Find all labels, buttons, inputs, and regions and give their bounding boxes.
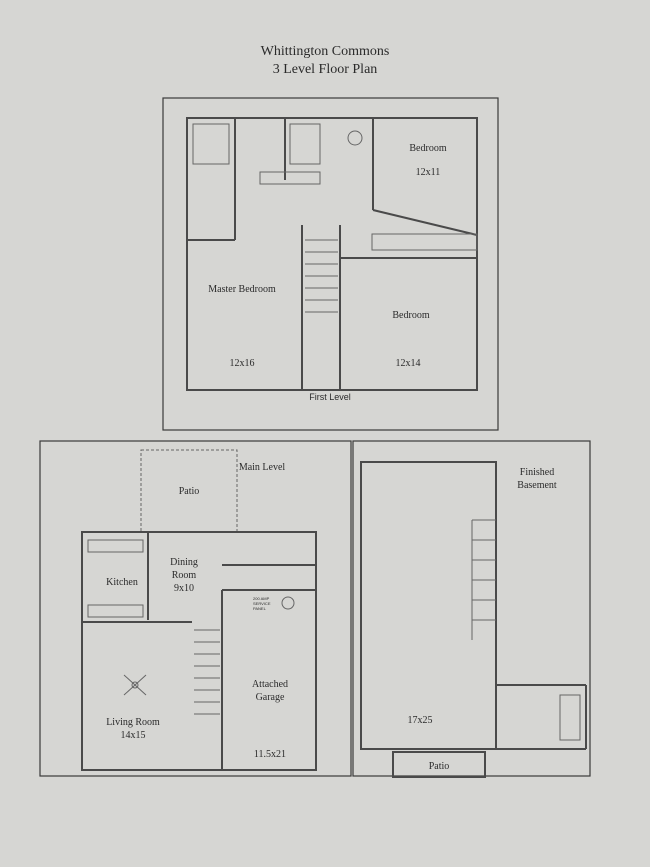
panel-note: 200 AMP <box>253 596 270 601</box>
ceiling-fan-icon <box>123 674 147 696</box>
room-label: Kitchen <box>106 577 138 588</box>
room-label: Living Room <box>106 717 160 728</box>
document-subtitle: 3 Level Floor Plan <box>272 62 378 77</box>
main-level-plan: Main Level Patio Dining Room 9x10 Kitche… <box>39 440 352 777</box>
level-label: Finished <box>520 467 554 478</box>
room-label: Room <box>172 570 197 581</box>
level-label: Basement <box>517 480 557 491</box>
basement-outline <box>360 461 497 750</box>
room-label: Patio <box>179 486 200 497</box>
room-label: Patio <box>429 761 450 772</box>
document-title: Whittington Commons <box>260 44 390 59</box>
room-label: Attached <box>252 679 288 690</box>
basement-plan: Finished Basement 17x25 Patio <box>352 440 591 778</box>
main-level-outline <box>81 531 317 771</box>
first-level-plan: Bedroom 12x11 Master Bedroom 12x16 Bedro… <box>162 97 499 431</box>
panel-note: SERVICE <box>253 601 271 606</box>
room-size: 14x15 <box>121 730 146 741</box>
room-size: 11.5x21 <box>254 749 286 760</box>
room-label: Dining <box>170 557 198 568</box>
first-level-frame <box>162 97 499 431</box>
level-label: Main Level <box>239 462 286 473</box>
room-label: Bedroom <box>409 143 446 154</box>
room-size: 12x16 <box>230 358 255 369</box>
main-level-frame <box>39 440 352 777</box>
level-label: First Level <box>309 392 351 402</box>
room-size: 17x25 <box>408 715 433 726</box>
first-level-outline <box>186 117 478 391</box>
room-size: 12x14 <box>396 358 421 369</box>
room-label: Master Bedroom <box>208 284 276 295</box>
panel-note: PANEL <box>253 606 267 611</box>
room-size: 9x10 <box>174 583 194 594</box>
basement-patio <box>392 751 486 778</box>
room-label: Bedroom <box>392 310 429 321</box>
room-label: Garage <box>256 692 285 703</box>
room-size: 12x11 <box>416 167 441 178</box>
